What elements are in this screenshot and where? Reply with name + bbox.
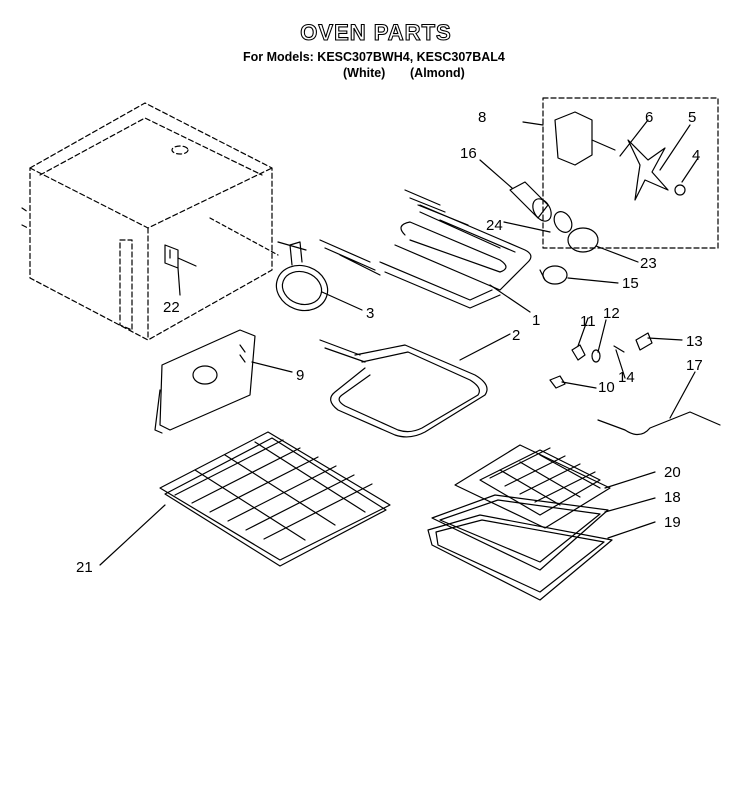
part-19-broil-pan <box>427 514 613 601</box>
part-3-fan-shroud <box>275 241 329 312</box>
part-15-light-bulb <box>539 265 568 285</box>
part-18-broil-grid <box>431 494 609 571</box>
callout-6: 6 <box>645 109 653 126</box>
part-24-gasket <box>553 211 573 233</box>
part-22-bracket <box>164 244 197 269</box>
leader-lines <box>99 119 699 566</box>
part-11-clip <box>571 344 586 361</box>
callout-1: 1 <box>532 312 540 329</box>
callout-2: 2 <box>512 327 520 344</box>
models-line: For Models: KESC307BWH4, KESC307BAL4 <box>243 50 505 64</box>
part-2-bake-element <box>319 339 488 438</box>
callout-10: 10 <box>598 379 615 396</box>
callout-14: 14 <box>618 369 635 386</box>
callout-8: 8 <box>478 109 486 126</box>
callout-11: 11 <box>580 313 596 330</box>
part-9-back-panel <box>154 329 256 434</box>
fan-motor-box-outline <box>542 97 719 249</box>
callout-9: 9 <box>296 367 304 384</box>
callout-23: 23 <box>640 255 657 272</box>
callout-22: 22 <box>163 299 180 316</box>
callout-5: 5 <box>688 109 696 126</box>
color-almond-label: (Almond) <box>410 66 465 80</box>
callout-17: 17 <box>686 357 703 374</box>
color-white-label: (White) <box>343 66 386 80</box>
part-6-fan-motor <box>554 111 616 166</box>
part-10-nut <box>549 375 566 389</box>
part-4-nut <box>674 184 686 196</box>
part-16-lamp-socket <box>509 181 552 222</box>
callout-18: 18 <box>664 489 681 506</box>
part-21-oven-rack <box>159 431 391 567</box>
callout-4: 4 <box>692 147 700 164</box>
callout-20: 20 <box>664 464 681 481</box>
part-13-bracket <box>635 332 653 351</box>
callout-13: 13 <box>686 333 703 350</box>
oven-cavity-outline <box>21 102 273 341</box>
callout-16: 16 <box>460 145 477 162</box>
callout-15: 15 <box>622 275 639 292</box>
part-23-lamp-lens <box>567 227 599 253</box>
callout-3: 3 <box>366 305 374 322</box>
callout-12: 12 <box>603 305 620 322</box>
diagram-title: OVEN PARTS <box>300 19 452 45</box>
leader-dash-a <box>209 217 279 256</box>
callout-21: 21 <box>76 559 93 576</box>
callout-19: 19 <box>664 514 681 531</box>
part-17-sensor <box>597 411 721 436</box>
callout-24: 24 <box>486 217 503 234</box>
part-12-washer <box>591 349 601 363</box>
part-14-screw <box>613 345 625 353</box>
part-5-fan-blade <box>627 139 669 201</box>
part-1-broil-element <box>319 189 532 309</box>
